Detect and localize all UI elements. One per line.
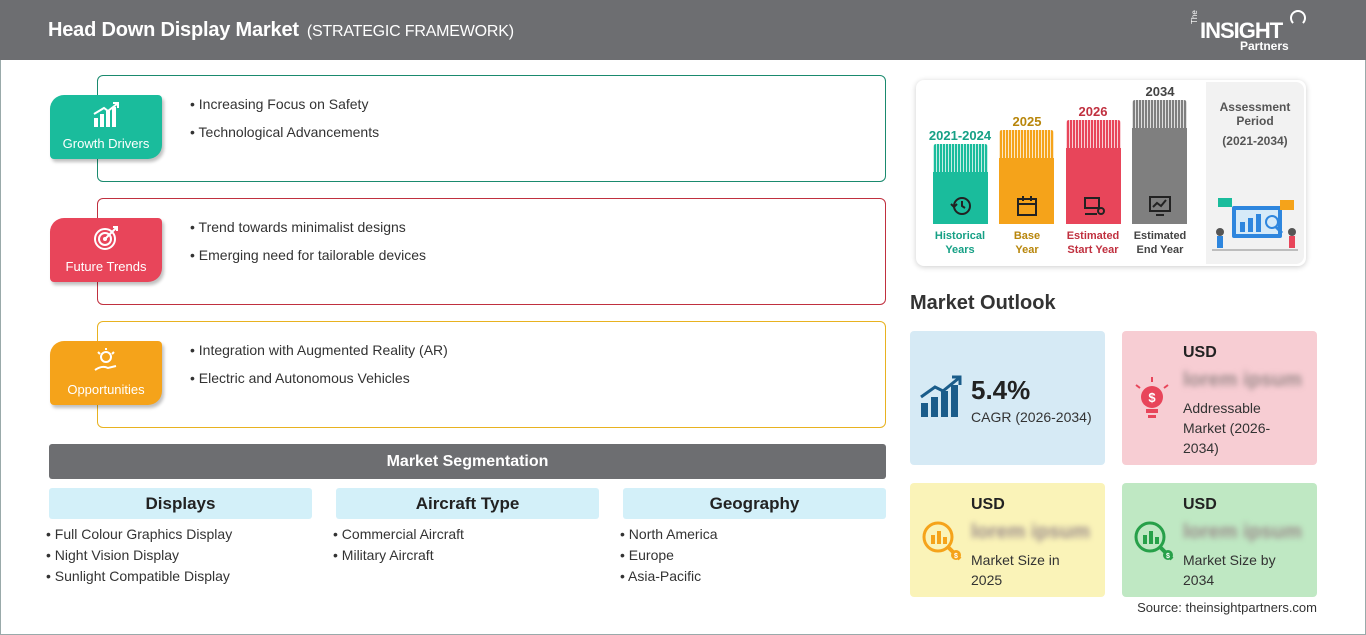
future-trends-list: Trend towards minimalist designs Emergin… bbox=[190, 216, 427, 272]
list-item: Full Colour Graphics Display bbox=[46, 524, 232, 545]
logo-arc-icon bbox=[1290, 10, 1306, 26]
future-trends-tag: Future Trends bbox=[50, 218, 162, 282]
target-icon bbox=[94, 226, 118, 250]
market-outlook-title: Market Outlook bbox=[910, 292, 1056, 314]
addressable-label: Addressable Market (2026-2034) bbox=[1183, 400, 1271, 456]
opportunities-box: Integration with Augmented Reality (AR) … bbox=[97, 321, 886, 428]
cagr-label: CAGR (2026-2034) bbox=[971, 409, 1092, 425]
growth-chart-icon bbox=[93, 102, 119, 127]
opportunities-list: Integration with Augmented Reality (AR) … bbox=[190, 339, 448, 395]
list-item: Electric and Autonomous Vehicles bbox=[190, 367, 448, 395]
list-item: Emerging need for tailorable devices bbox=[190, 244, 426, 272]
insight-partners-logo[interactable]: The INSIGHT Partners bbox=[1190, 10, 1310, 54]
period-bar bbox=[1132, 100, 1187, 224]
growth-chart-icon bbox=[920, 375, 962, 417]
opportunities-tag: Opportunities bbox=[50, 341, 162, 405]
future-trends-box: Trend towards minimalist designs Emergin… bbox=[97, 198, 886, 305]
period-bar bbox=[999, 130, 1054, 224]
page-subtitle: (STRATEGIC FRAMEWORK) bbox=[306, 23, 514, 40]
lightbulb-hand-icon bbox=[94, 348, 117, 371]
size-2025-value-blurred: lorem ipsum bbox=[971, 521, 1090, 543]
source-credit: Source: theinsightpartners.com bbox=[1137, 600, 1317, 615]
logo-the: The bbox=[1190, 10, 1199, 24]
list-item: Integration with Augmented Reality (AR) bbox=[190, 339, 448, 367]
aircraft-type-list: Commercial Aircraft Military Aircraft bbox=[333, 524, 464, 566]
period-bar bbox=[933, 144, 988, 224]
list-item: Europe bbox=[620, 545, 718, 566]
segment-header-displays: Displays bbox=[49, 488, 312, 519]
size-2025-label: Market Size in 2025 bbox=[971, 552, 1060, 588]
list-item: Military Aircraft bbox=[333, 545, 464, 566]
list-item: Commercial Aircraft bbox=[333, 524, 464, 545]
period-bar bbox=[1066, 120, 1121, 224]
svg-text:$: $ bbox=[954, 553, 958, 560]
tag-label: Growth Drivers bbox=[62, 136, 150, 151]
list-item: Technological Advancements bbox=[190, 121, 380, 149]
segment-header-aircraft-type: Aircraft Type bbox=[336, 488, 599, 519]
growth-drivers-list: Increasing Focus on Safety Technological… bbox=[190, 93, 380, 149]
assessment-range: (2021-2034) bbox=[1222, 134, 1288, 148]
analytics-illustration-icon bbox=[1212, 198, 1298, 251]
list-item: Increasing Focus on Safety bbox=[190, 93, 379, 121]
growth-drivers-box: Increasing Focus on Safety Technological… bbox=[97, 75, 886, 182]
period-year: 2025 bbox=[1012, 114, 1042, 129]
addressable-currency: USD bbox=[1183, 344, 1217, 361]
period-year: 2026 bbox=[1078, 104, 1108, 119]
tag-label: Opportunities bbox=[67, 382, 145, 397]
list-item: North America bbox=[620, 524, 718, 545]
assessment-title: Assessment Period bbox=[1219, 100, 1291, 128]
calendar-icon bbox=[1016, 196, 1037, 216]
magnifier-chart-icon: $ bbox=[1134, 521, 1174, 561]
list-item: Trend towards minimalist designs bbox=[190, 216, 426, 244]
cagr-card: 5.4% CAGR (2026-2034) bbox=[910, 331, 1105, 465]
page-title: Head Down Display Market (STRATEGIC FRAME… bbox=[48, 19, 514, 42]
addressable-value-blurred: lorem ipsum bbox=[1183, 369, 1302, 391]
period-year: 2034 bbox=[1145, 84, 1175, 99]
segment-header-geography: Geography bbox=[623, 488, 886, 519]
presentation-icon bbox=[1083, 197, 1105, 215]
tag-label: Future Trends bbox=[65, 259, 147, 274]
list-item: Asia-Pacific bbox=[620, 566, 718, 587]
header-bar: Head Down Display Market (STRATEGIC FRAME… bbox=[0, 0, 1366, 60]
history-icon bbox=[949, 197, 971, 215]
displays-list: Full Colour Graphics Display Night Visio… bbox=[46, 524, 232, 587]
logo-insight: INSIGHT bbox=[1200, 18, 1283, 43]
size-2034-currency: USD bbox=[1183, 496, 1217, 513]
period-year: 2021-2024 bbox=[928, 128, 992, 143]
size-2034-label: Market Size by 2034 bbox=[1183, 552, 1276, 588]
list-item: Sunlight Compatible Display bbox=[46, 566, 232, 587]
size-2034-value-blurred: lorem ipsum bbox=[1183, 521, 1302, 543]
page-title-text: Head Down Display Market bbox=[48, 19, 299, 41]
lightbulb-dollar-icon: $ bbox=[1135, 377, 1169, 418]
svg-text:$: $ bbox=[1148, 390, 1156, 405]
cagr-value: 5.4% bbox=[971, 375, 1031, 405]
monitor-chart-icon bbox=[1148, 196, 1171, 216]
market-size-2025-card: $ USD lorem ipsum Market Size in 2025 bbox=[910, 483, 1105, 597]
list-item: Night Vision Display bbox=[46, 545, 232, 566]
market-segmentation-header: Market Segmentation bbox=[49, 444, 886, 479]
geography-list: North America Europe Asia-Pacific bbox=[620, 524, 718, 587]
svg-text:$: $ bbox=[1166, 553, 1170, 560]
size-2025-currency: USD bbox=[971, 496, 1005, 513]
magnifier-chart-icon: $ bbox=[922, 521, 962, 561]
logo-partners: Partners bbox=[1240, 39, 1289, 53]
assessment-period-panel: Assessment Period (2021-2034) bbox=[1206, 82, 1304, 264]
market-size-2034-card: $ USD lorem ipsum Market Size by 2034 bbox=[1122, 483, 1317, 597]
addressable-market-card: $ USD lorem ipsum Addressable Market (20… bbox=[1122, 331, 1317, 465]
growth-drivers-tag: Growth Drivers bbox=[50, 95, 162, 159]
